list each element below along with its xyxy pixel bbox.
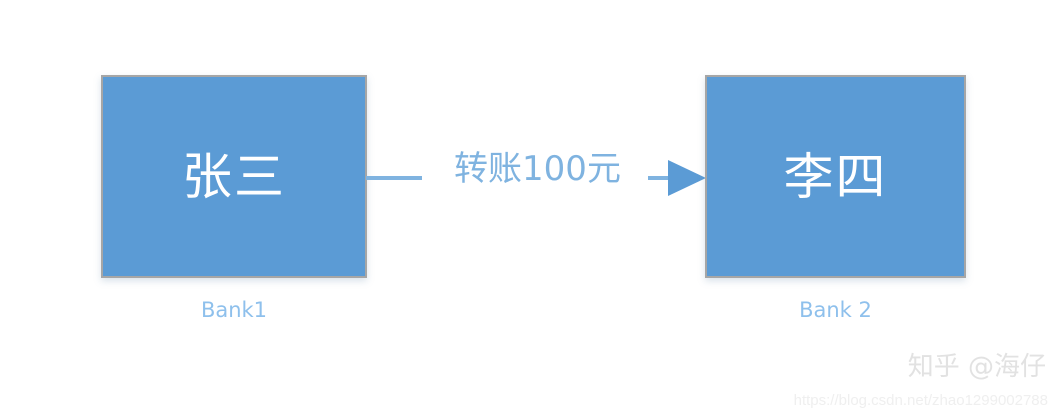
caption-bank2: Bank 2 [799,298,872,322]
node-li-si: 李四 [705,75,966,278]
node-zhang-san: 张三 [101,75,367,278]
caption-bank1: Bank1 [200,298,268,322]
transfer-arrow [360,150,712,210]
watermark-brand: 知乎 @海仔 [907,352,1046,382]
watermark-url: https://blog.csdn.net/zhao1299002788 [793,392,1048,409]
node-zhang-san-label: 张三 [182,147,286,206]
transfer-amount-label: 转账100元 [454,149,621,189]
node-li-si-label: 李四 [783,147,888,206]
arrowhead-icon [668,160,706,196]
